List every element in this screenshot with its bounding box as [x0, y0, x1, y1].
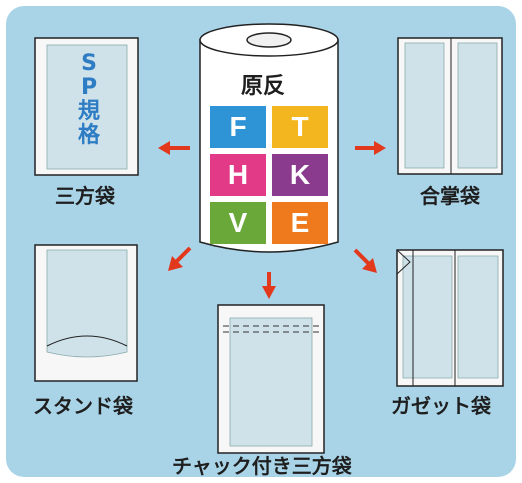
arrows — [158, 141, 386, 299]
gusset-bag-icon — [396, 249, 504, 387]
tile-t: T — [272, 106, 328, 148]
three-side-bag-label: 三方袋 — [55, 184, 115, 208]
three-side-bag-icon — [34, 37, 139, 176]
arrow-to-center-seal-bag — [355, 141, 386, 155]
stand-bag-icon — [34, 244, 138, 382]
tile-k: K — [272, 154, 328, 196]
zipper-bag-icon — [217, 304, 325, 454]
tile-h: H — [210, 154, 266, 196]
arrow-to-gusset-bag — [353, 248, 377, 273]
center-seal-bag-label: 合掌袋 — [420, 184, 480, 208]
center-seal-bag-icon — [397, 37, 503, 175]
roll-icon — [199, 23, 339, 253]
sp-standard-text: S P 規 格 — [77, 51, 100, 148]
tile-e: E — [272, 202, 328, 244]
tile-f: F — [210, 106, 266, 148]
arrow-to-zipper-bag — [262, 272, 276, 299]
zipper-bag-label: チャック付き三方袋 — [172, 454, 352, 478]
arrow-to-stand-bag — [168, 246, 192, 271]
tile-v: V — [210, 202, 266, 244]
roll-title: 原反 — [241, 74, 286, 99]
stand-bag-label: スタンド袋 — [33, 394, 133, 418]
arrow-to-three-side-bag — [158, 141, 190, 155]
gusset-bag-label: ガゼット袋 — [391, 394, 491, 418]
